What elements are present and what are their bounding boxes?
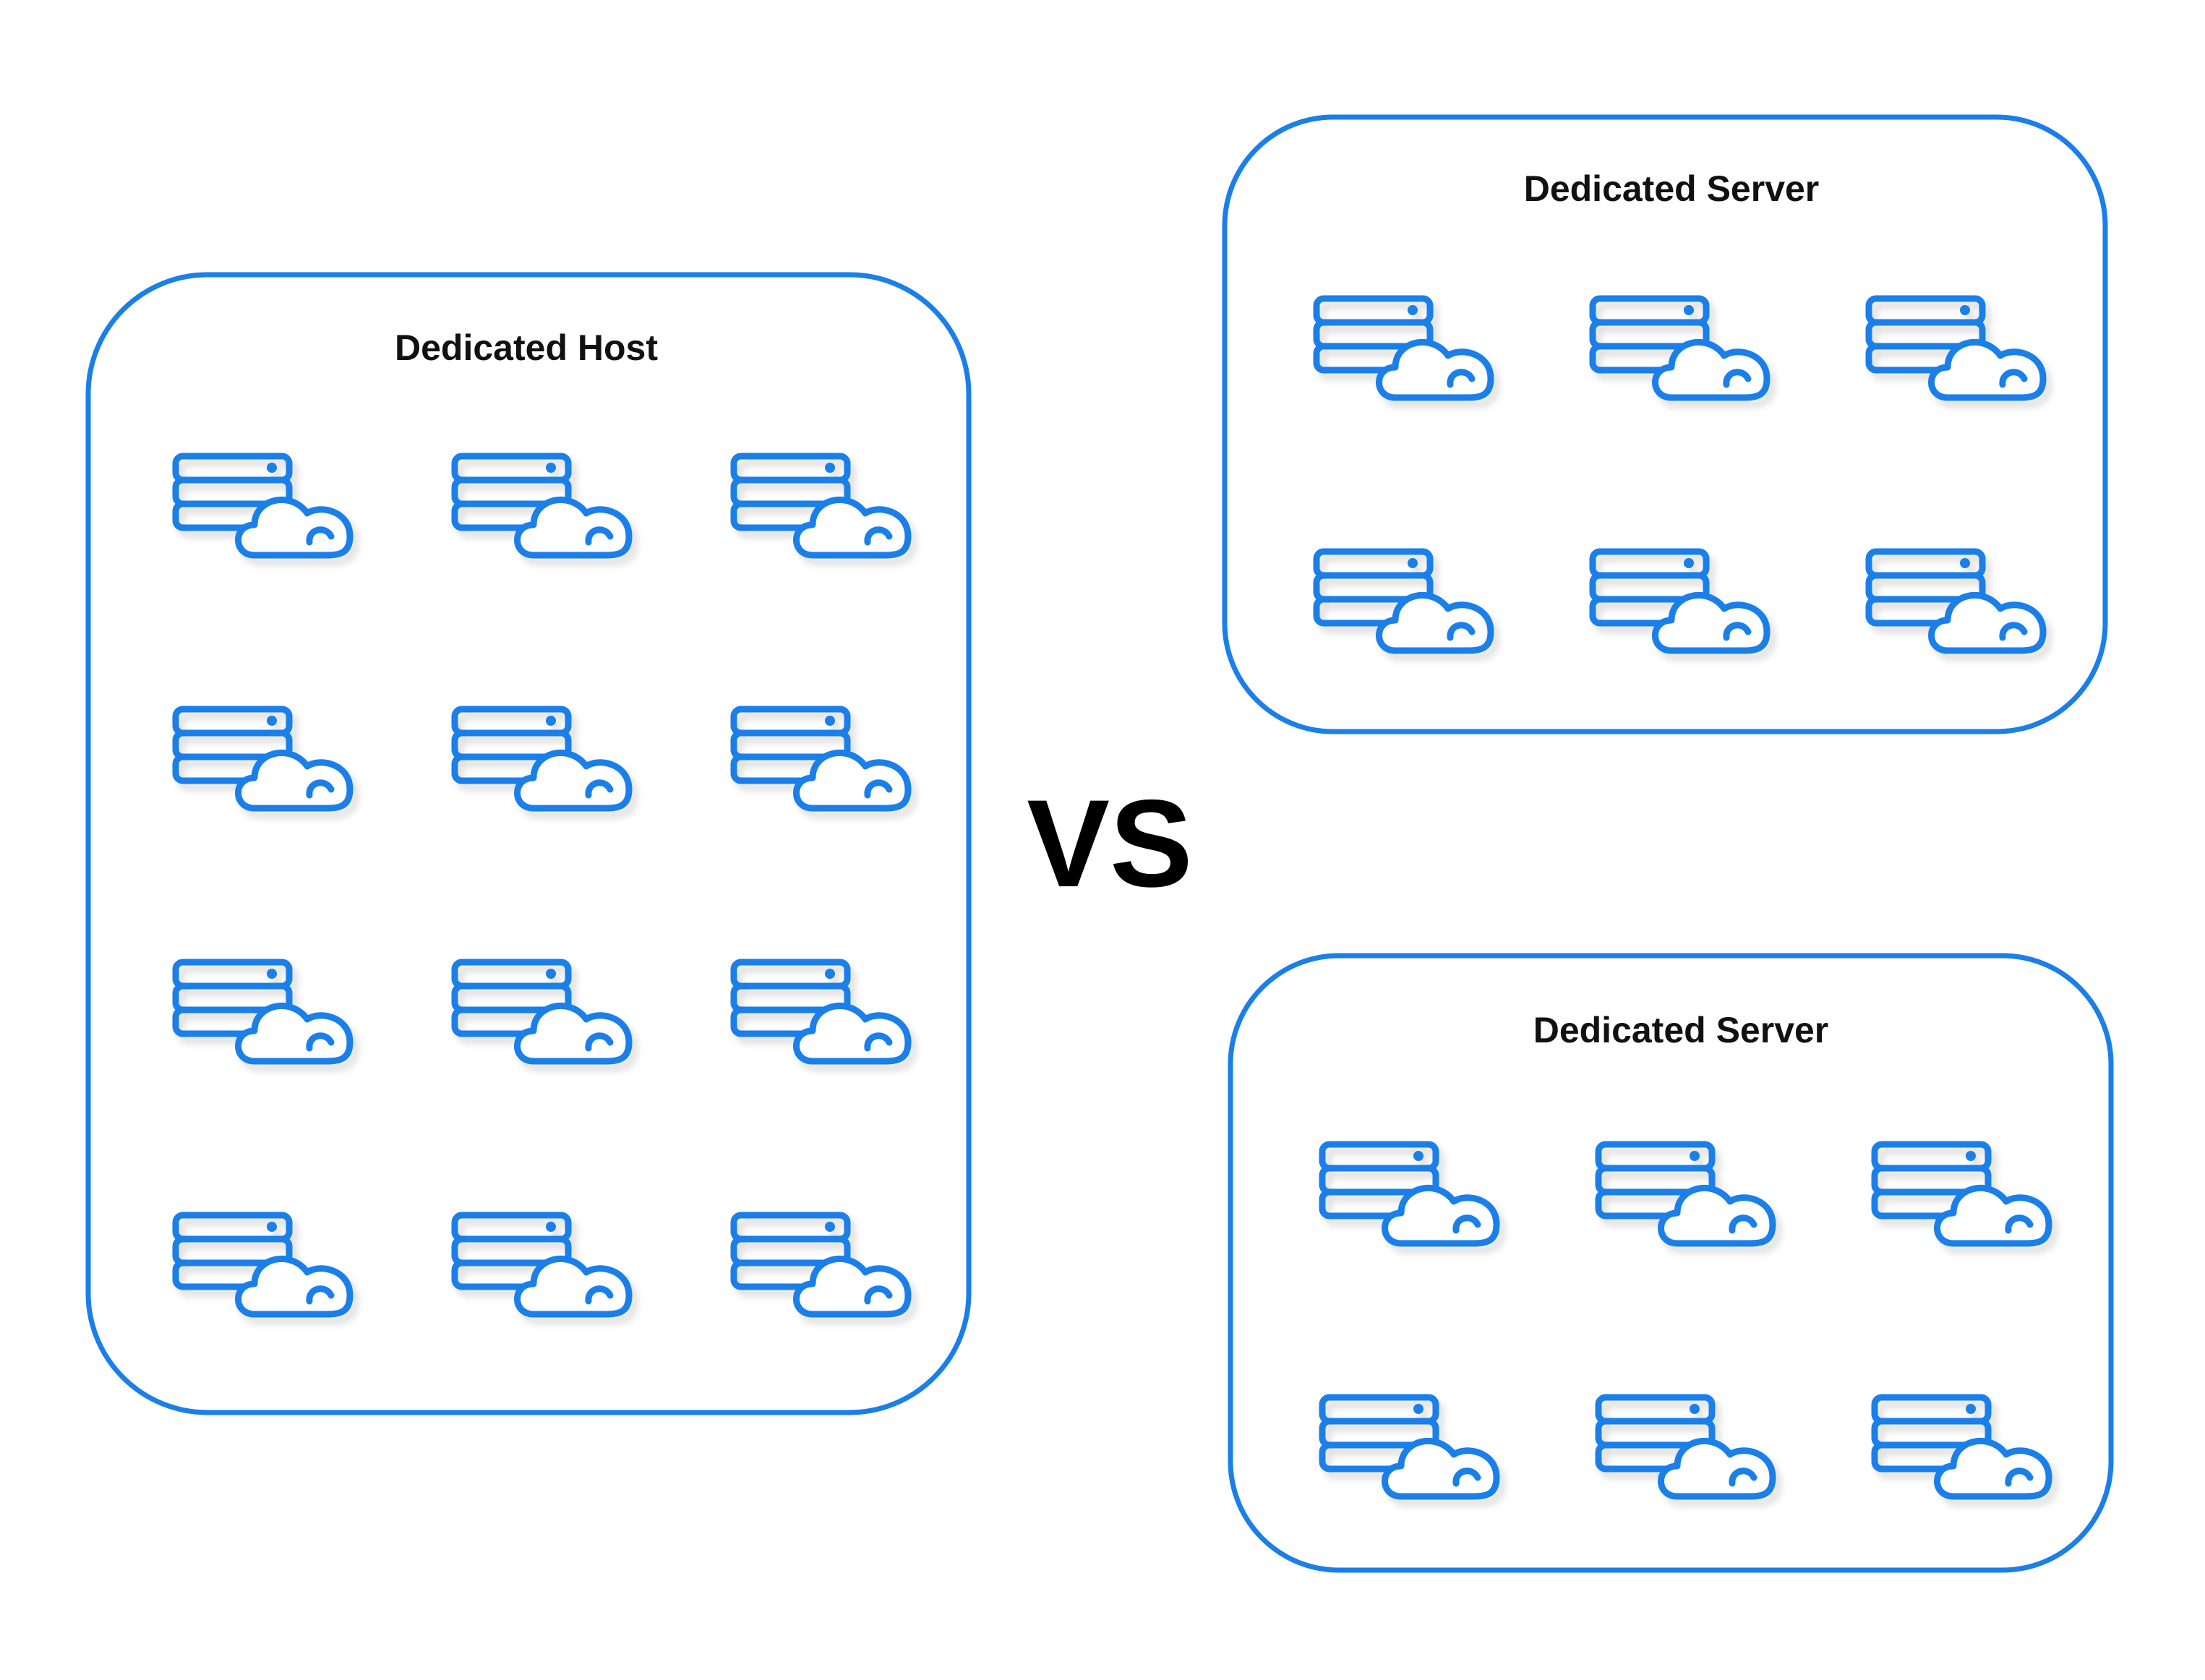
- server-cloud-icon: [1871, 1394, 2058, 1507]
- server-cloud-icon: [451, 959, 638, 1071]
- server-cloud-icon: [1589, 548, 1776, 661]
- server-cloud-icon: [1319, 1394, 1505, 1507]
- dedicated-server-title-top: Dedicated Server: [1524, 168, 1820, 209]
- dedicated-server-group-top: Dedicated Server: [1222, 114, 2108, 734]
- server-cloud-icon: [1319, 1141, 1505, 1253]
- server-cloud-icon: [730, 453, 917, 565]
- dedicated-server-bottom-icon-grid: [1319, 1141, 2058, 1507]
- server-cloud-icon: [1313, 548, 1499, 661]
- server-cloud-icon: [172, 453, 359, 565]
- dedicated-host-icon-grid: [172, 453, 917, 1324]
- server-cloud-icon: [451, 1212, 638, 1324]
- server-cloud-icon: [730, 1212, 917, 1324]
- server-cloud-icon: [1865, 548, 2052, 661]
- server-cloud-icon: [1871, 1141, 2058, 1253]
- server-cloud-icon: [1589, 295, 1776, 408]
- dedicated-server-group-bottom: Dedicated Server: [1228, 953, 2114, 1573]
- server-cloud-icon: [1595, 1141, 1781, 1253]
- server-cloud-icon: [172, 1212, 359, 1324]
- dedicated-server-box-bottom: [1228, 953, 2114, 1573]
- server-cloud-icon: [1865, 295, 2052, 408]
- server-cloud-icon: [451, 706, 638, 818]
- server-cloud-icon: [730, 706, 917, 818]
- server-cloud-icon: [451, 453, 638, 565]
- dedicated-server-top-icon-grid: [1313, 295, 2052, 661]
- server-cloud-icon: [172, 706, 359, 818]
- server-cloud-icon: [1595, 1394, 1781, 1507]
- dedicated-server-title-bottom: Dedicated Server: [1533, 1010, 1829, 1050]
- dedicated-host-group: Dedicated Host: [85, 272, 972, 1415]
- vs-label: VS: [1027, 774, 1192, 913]
- dedicated-host-title: Dedicated Host: [395, 327, 658, 368]
- server-cloud-icon: [172, 959, 359, 1071]
- server-cloud-icon: [1313, 295, 1499, 408]
- server-cloud-icon: [730, 959, 917, 1071]
